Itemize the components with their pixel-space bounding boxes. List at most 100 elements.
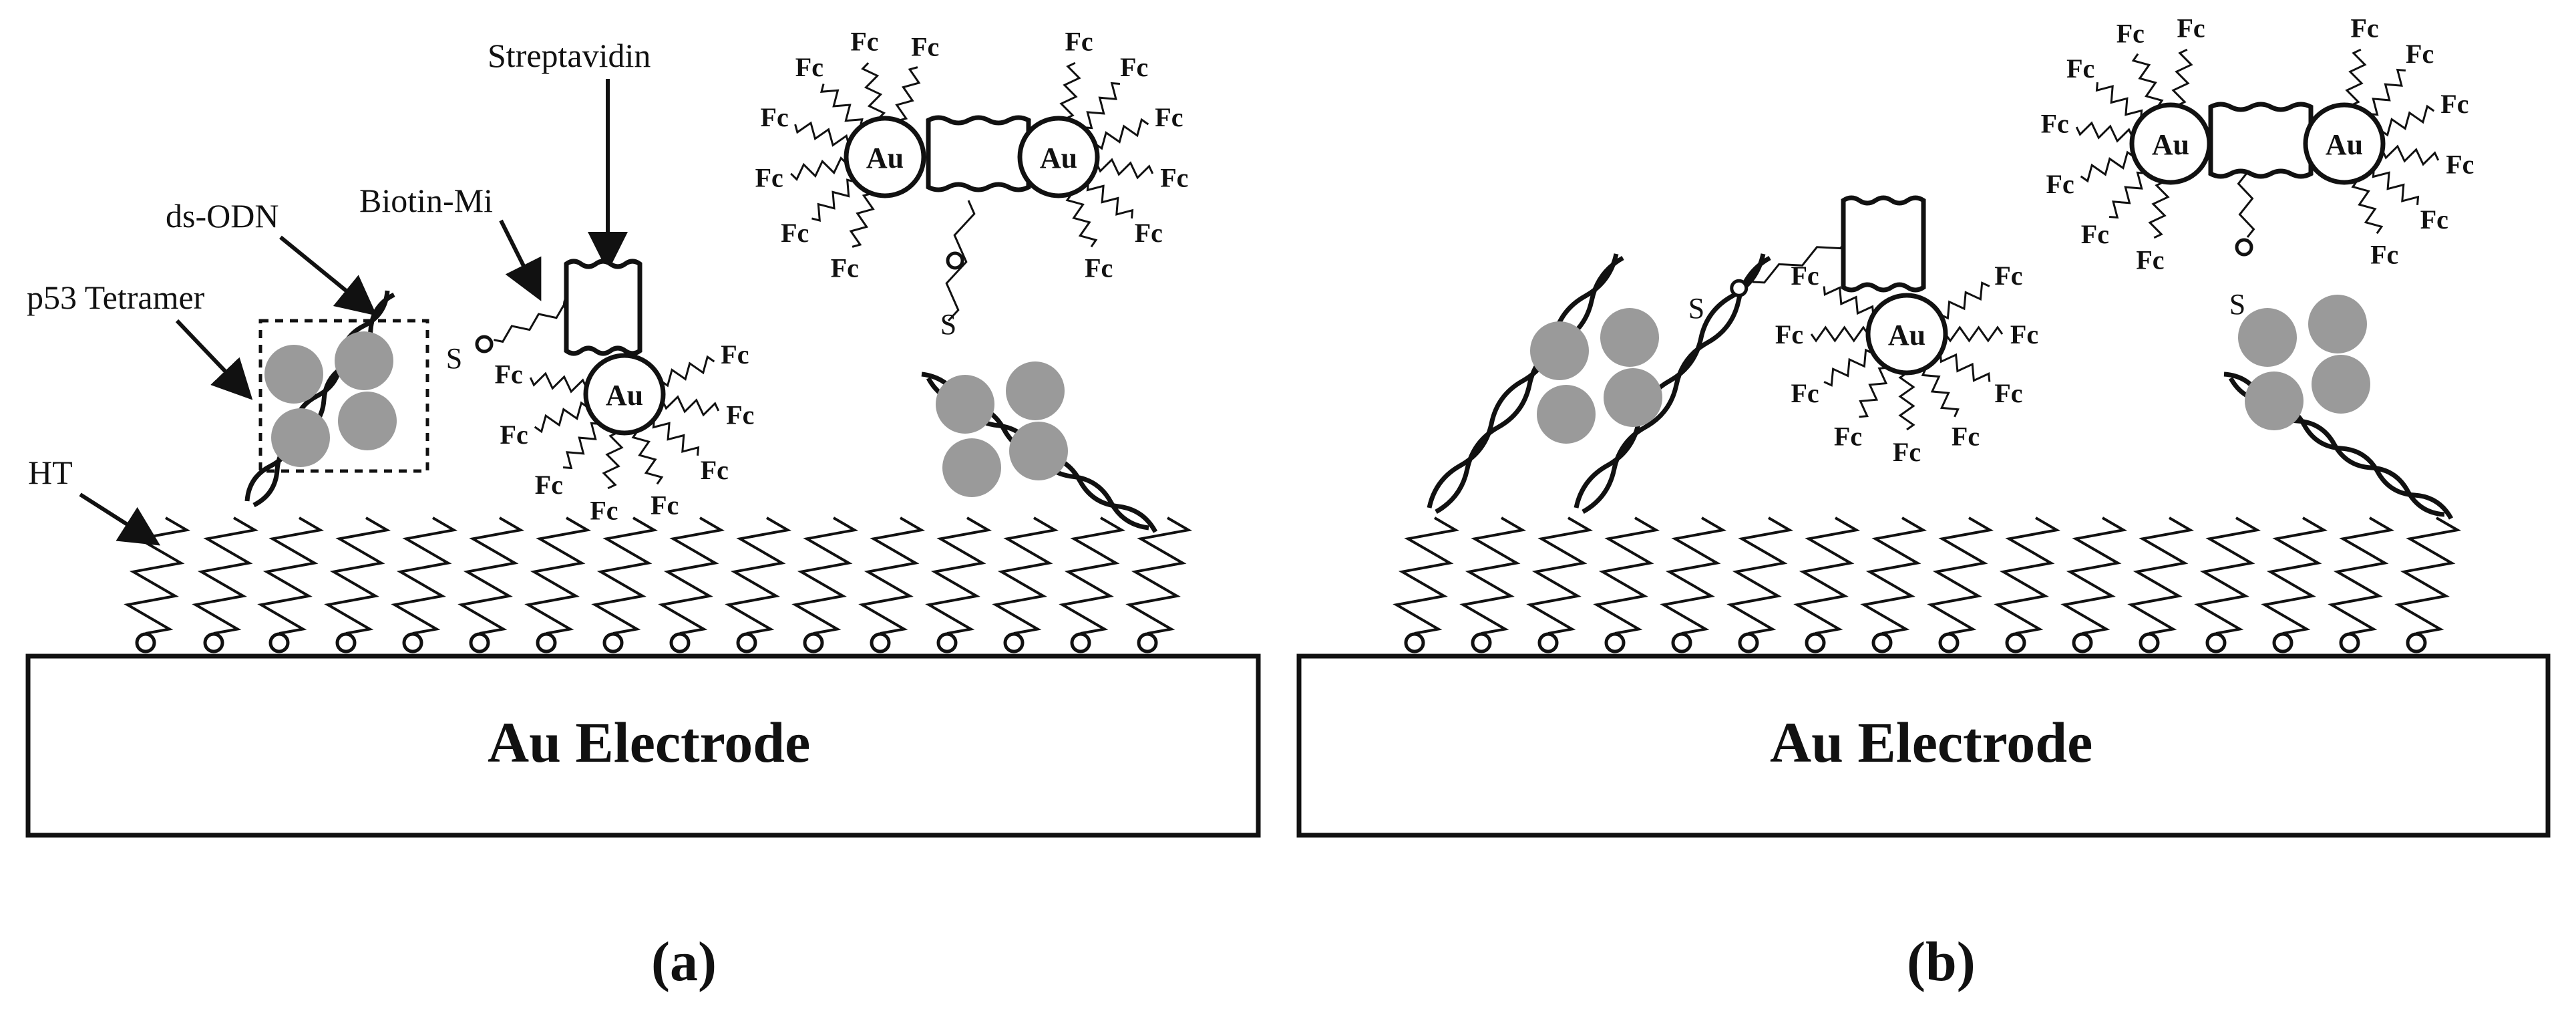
nanoparticle-a-1-fc-chain-5 <box>562 422 600 470</box>
nanoparticle-a-1-fc-label-2: Fc <box>701 455 729 485</box>
nanoparticle-a-1-fc-label-5: Fc <box>535 470 563 500</box>
nanoparticle-b-3-fc-label-5: Fc <box>2370 239 2398 269</box>
ht-chain-a-10-anchor <box>803 632 824 653</box>
ht-chain-a-2 <box>257 516 325 635</box>
nanoparticle-a-3-fc-chain-5 <box>1065 192 1098 248</box>
ht-chain-b-10-anchor <box>2072 632 2093 653</box>
p53-b-1-subunit-0 <box>1530 321 1589 380</box>
ht-chain-b-13 <box>2261 516 2328 635</box>
nanoparticle-a-3-fc-label-1: Fc <box>1120 52 1148 82</box>
p53-a-2-subunit-3 <box>942 438 1001 497</box>
ht-chain-b-4 <box>1660 516 1727 635</box>
ht-chain-a-9-anchor <box>736 632 757 653</box>
ht-chain-b-10 <box>2060 516 2128 635</box>
nanoparticle-b-1-fc-chain-8 <box>1823 286 1875 315</box>
nanoparticle-a-1-fc-label-1: Fc <box>726 400 754 430</box>
linker-a-2-ring <box>946 251 964 270</box>
electrode-label-b: Au Electrode <box>1770 710 2093 774</box>
nanoparticle-b-3-label: Au <box>2326 128 2363 161</box>
nanoparticle-a-2-fc-label-6: Fc <box>911 32 939 62</box>
nanoparticle-b-1-fc-label-1: Fc <box>2010 319 2038 349</box>
nanoparticle-b-1-fc-chain-7 <box>1810 325 1869 343</box>
nanoparticle-b-1-fc-chain-0 <box>1940 281 1990 320</box>
ht-chain-a-15-anchor <box>1137 632 1158 653</box>
ht-chain-b-15 <box>2394 516 2462 635</box>
nanoparticle-b-3-fc-label-0: Fc <box>2350 13 2378 43</box>
ht-chain-b-0-anchor <box>1404 632 1425 653</box>
nanoparticle-a-2-fc-chain-4 <box>820 84 864 128</box>
nanoparticle-b-1-fc-chain-2 <box>1939 353 1991 382</box>
ht-chain-b-6-anchor <box>1805 632 1826 653</box>
ht-chain-a-6 <box>524 516 592 635</box>
ht-chain-b-9-anchor <box>2005 632 2026 653</box>
ds-odn-label: ds-ODN <box>166 197 279 235</box>
nanoparticle-a-1-fc-label-4: Fc <box>590 495 618 525</box>
ht-chain-b-3 <box>1593 516 1660 635</box>
ht-chain-a-7-anchor <box>602 632 624 653</box>
nanoparticle-b-2-fc-label-1: Fc <box>2081 219 2109 249</box>
linker-b-2-ring <box>2235 238 2253 257</box>
nanoparticle-a-2-label: Au <box>866 142 904 174</box>
ht-chain-b-14 <box>2328 516 2395 635</box>
panel-label-b: (b) <box>1907 931 1976 993</box>
ht-chain-b-5 <box>1726 516 1794 635</box>
p53-a-2-subunit-1 <box>1006 361 1065 420</box>
ht-chain-b-5-anchor <box>1738 632 1759 653</box>
linker-a-1-chain <box>494 301 575 343</box>
nanoparticle-a-1 <box>583 353 666 436</box>
nanoparticle-b-1-fc-label-4: Fc <box>1893 437 1921 467</box>
p53-b-2-subunit-0 <box>2238 308 2297 367</box>
nanoparticle-b-1-fc-chain-1 <box>1944 325 2004 343</box>
nanoparticle-a-2-fc-chain-6 <box>895 66 921 122</box>
linker-a-2-sulfur: S <box>940 308 956 341</box>
nanoparticle-b-1-fc-chain-6 <box>1823 348 1874 387</box>
nanoparticle-b-1-fc-label-8: Fc <box>1791 261 1819 291</box>
nanoparticle-b-1-fc-label-2: Fc <box>1994 378 2022 408</box>
nanoparticle-a-2-fc-label-5: Fc <box>850 27 878 57</box>
ht-chain-a-7 <box>591 516 659 635</box>
linker-b-1-sulfur: S <box>1688 292 1704 325</box>
ht-chain-a-12-anchor <box>936 632 958 653</box>
nanoparticle-a-1-fc-label-0: Fc <box>721 339 749 369</box>
ht-chain-a-0 <box>124 516 191 635</box>
nanoparticle-a-2-fc-label-4: Fc <box>795 52 823 82</box>
nanoparticle-a-1-fc-chain-4 <box>602 431 624 490</box>
nanoparticle-a-1-fc-chain-1 <box>661 395 720 417</box>
ht-chain-a-5 <box>457 516 525 635</box>
ht-chain-a-9 <box>725 516 792 635</box>
ht-chain-b-11-anchor <box>2139 632 2160 653</box>
nanoparticle-b-3-fc-chain-5 <box>2351 179 2384 235</box>
nanoparticle-a-2-fc-label-2: Fc <box>755 163 783 193</box>
ht-chain-a-11 <box>858 516 926 635</box>
ht-chain-a-1 <box>192 516 259 635</box>
nanoparticle-a-1-fc-label-7: Fc <box>495 359 523 389</box>
streptavidin-a-2 <box>926 115 1031 192</box>
linker-b-1-ring <box>1730 279 1749 297</box>
nanoparticle-b-3-fc-label-3: Fc <box>2446 150 2474 180</box>
electrode-b <box>1296 653 2551 838</box>
nanoparticle-b-3-fc-chain-2 <box>2380 104 2435 137</box>
ht-chain-b-7 <box>1860 516 1927 635</box>
linker-a-1-sulfur: S <box>446 342 462 375</box>
ht-label: HT <box>28 454 73 491</box>
ht-chain-a-1-anchor <box>203 632 224 653</box>
nanoparticle-b-3-fc-chain-0 <box>2345 48 2367 107</box>
p53-b-1-subunit-2 <box>1604 368 1662 427</box>
tetramer-box <box>258 319 429 473</box>
ht-chain-a-8-anchor <box>669 632 691 653</box>
nanoparticle-b-1-fc-chain-3 <box>1921 367 1960 418</box>
nanoparticle-a-2-fc-chain-2 <box>790 156 848 181</box>
nanoparticle-b-1-label: Au <box>1888 319 1925 351</box>
electrode-a <box>25 653 1261 838</box>
nanoparticle-b-2-fc-chain-3 <box>2075 121 2134 143</box>
ds-odn-arrow <box>279 235 377 316</box>
nanoparticle-b-1-fc-label-3: Fc <box>1952 421 1980 451</box>
nanoparticle-a-2-fc-chain-3 <box>794 121 850 147</box>
ht-chain-a-14 <box>1059 516 1126 635</box>
nanoparticle-a-3 <box>1017 116 1100 198</box>
ht-chain-a-6-anchor <box>536 632 557 653</box>
electrode-label-a: Au Electrode <box>488 710 811 774</box>
p53-b-2-subunit-3 <box>2245 372 2304 430</box>
ht-chain-a-4-anchor <box>402 632 423 653</box>
